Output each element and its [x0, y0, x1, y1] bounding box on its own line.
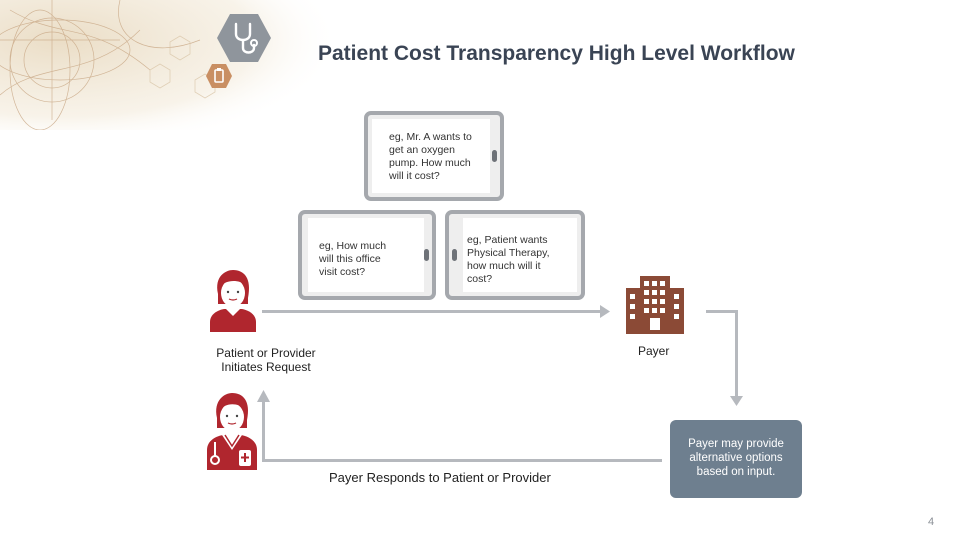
initiator-label: Patient or Provider Initiates Request — [216, 346, 316, 374]
tablet-button — [492, 150, 497, 162]
building-icon — [626, 276, 684, 334]
bubble-left-text: eg, How much will this office visit cost… — [319, 240, 387, 278]
decorative-background — [0, 0, 340, 130]
page-number: 4 — [928, 516, 935, 528]
doctor-icon — [207, 393, 257, 470]
tablet-bubble-top: eg, Mr. A wants to get an oxygen pump. H… — [364, 111, 504, 201]
clipboard-icon — [206, 64, 232, 88]
alternative-options-box: Payer may provide alternative options ba… — [670, 420, 802, 498]
tablet-bubble-left: eg, How much will this office visit cost… — [298, 210, 436, 300]
bubble-right-text: eg, Patient wants Physical Therapy, how … — [467, 234, 550, 285]
tablet-button — [424, 249, 429, 261]
payer-responds-label: Payer Responds to Patient or Provider — [329, 470, 551, 485]
stethoscope-icon — [217, 14, 271, 62]
patient-icon — [210, 270, 256, 332]
payer-label: Payer — [638, 344, 670, 358]
tablet-button — [452, 249, 457, 261]
bubble-top-text: eg, Mr. A wants to get an oxygen pump. H… — [389, 131, 472, 182]
tablet-bubble-right: eg, Patient wants Physical Therapy, how … — [445, 210, 585, 300]
page-title: Patient Cost Transparency High Level Wor… — [318, 42, 795, 65]
